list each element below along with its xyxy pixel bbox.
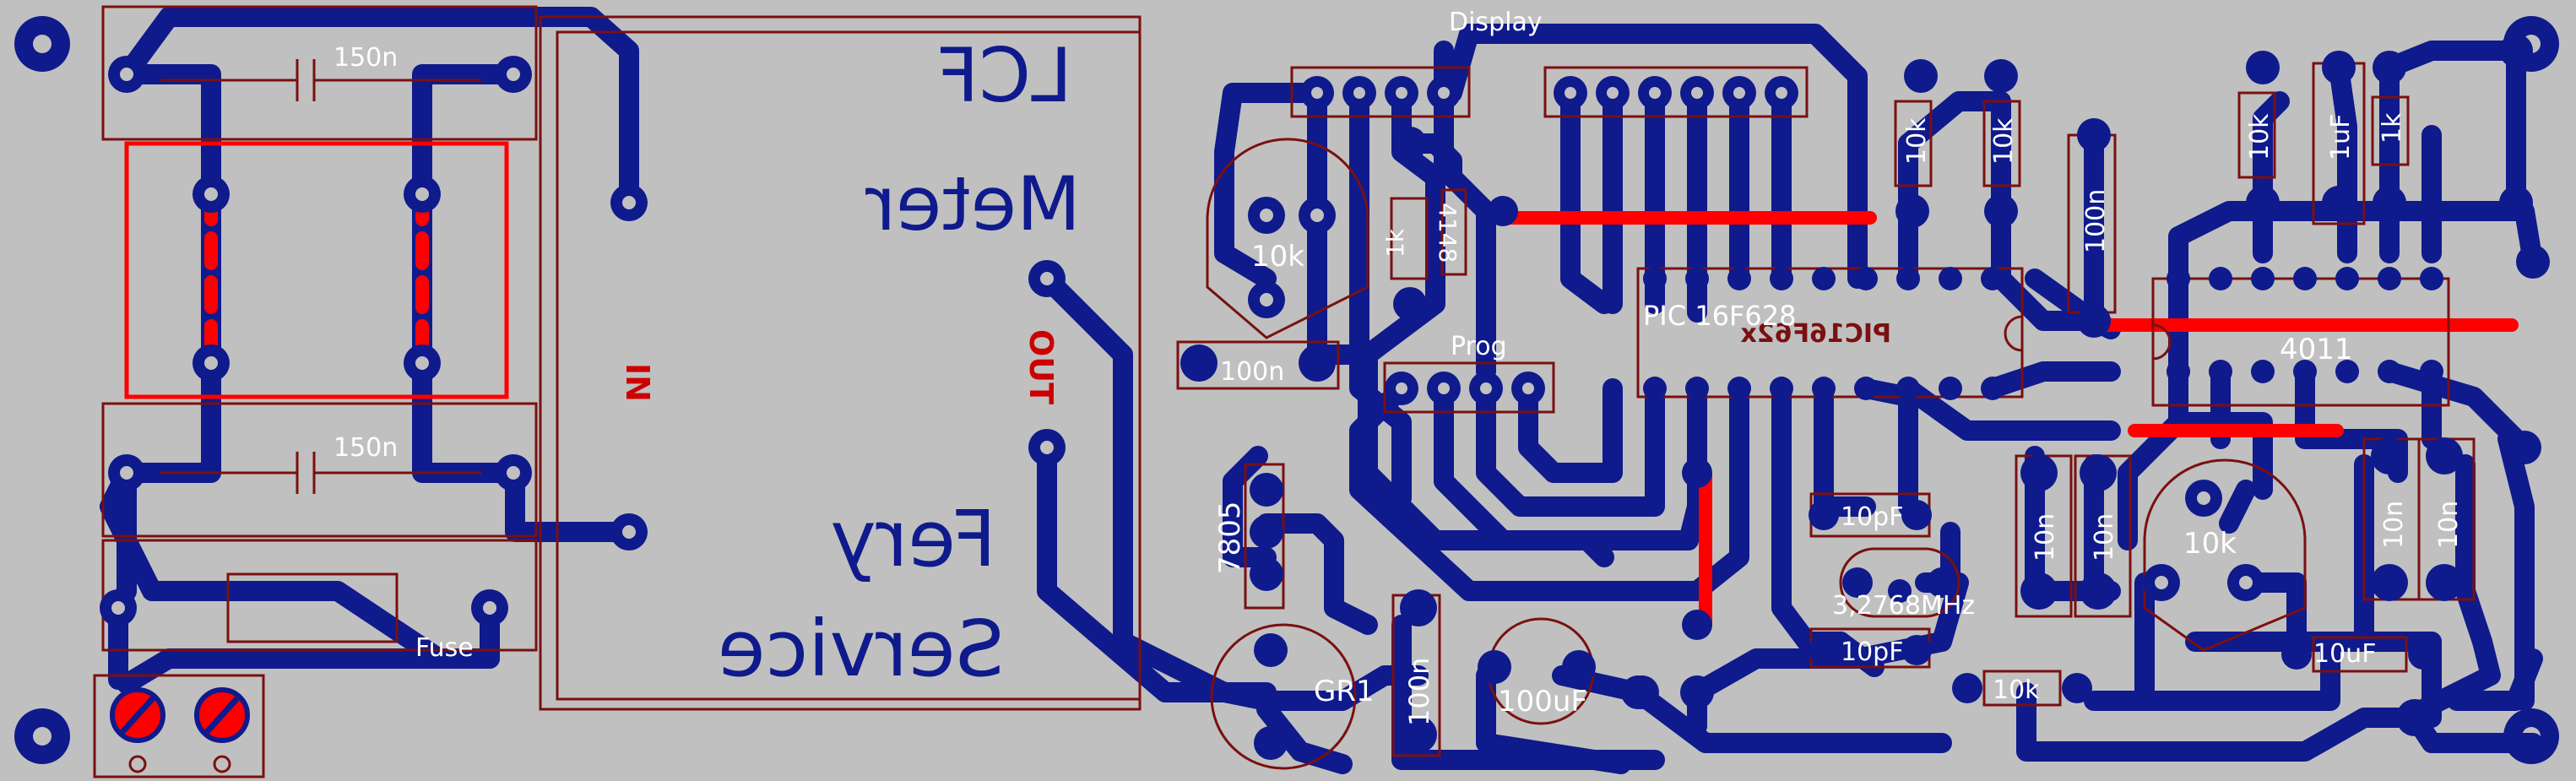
board-title: LCF Meter Fery Service xyxy=(718,32,1081,694)
brand-line2: Service xyxy=(718,604,1005,694)
fuse-label: Fuse xyxy=(415,633,474,663)
cap-10uF: 10uF xyxy=(2313,639,2376,669)
rectifier-label: GR1 xyxy=(1314,675,1375,708)
pic-label: PIC 16F628 xyxy=(1643,300,1796,332)
cap-100uF: 100uF xyxy=(1498,685,1587,719)
title-line2: Meter xyxy=(865,160,1081,247)
res-10k-c: 10k xyxy=(2245,113,2275,160)
crystal-label: 3,2768MHz xyxy=(1832,591,1975,621)
label-in: IN xyxy=(619,363,656,402)
res-10k-a: 10k xyxy=(1902,117,1932,165)
res-10k-bottom: 10k xyxy=(1993,675,2040,705)
pot-10k-left: 10k xyxy=(1251,240,1304,274)
cap-10pF-top: 10pF xyxy=(1841,502,1903,532)
pic-mirror-label: PIC16F62x xyxy=(1740,319,1891,349)
diode-label: 4148 xyxy=(1434,203,1462,263)
prog-header-label: Prog xyxy=(1451,332,1507,361)
brand-line1: Fery xyxy=(830,494,996,584)
cap-150n-bottom: 150n xyxy=(334,433,398,463)
cap-10n-b: 10n xyxy=(2090,513,2119,561)
logic-chip-label: 4011 xyxy=(2280,333,2353,366)
terminal-block xyxy=(110,687,250,773)
component-labels: 150n 150n Fuse Display Prog 10k 100n 1k … xyxy=(334,8,2464,726)
cap-150n-top: 150n xyxy=(334,43,398,73)
pot-10k-right: 10k xyxy=(2183,527,2237,561)
cap-100n-a: 100n xyxy=(1220,357,1284,387)
label-out: OUT xyxy=(1022,329,1060,404)
drill-holes xyxy=(111,68,2253,615)
cap-100n-b: 100n xyxy=(1403,658,1435,726)
res-1k-prog: 1k xyxy=(1381,228,1409,258)
cap-10pF-bottom: 10pF xyxy=(1841,637,1903,667)
silk-labels: IN OUT PIC16F62x 4148 xyxy=(619,203,1891,404)
jumper-wires xyxy=(204,187,2519,632)
display-header-label: Display xyxy=(1449,8,1543,37)
cap-100n-c: 100n xyxy=(2081,189,2111,253)
title-line1: LCF xyxy=(936,32,1072,119)
res-1k-right: 1k xyxy=(2378,112,2407,144)
cap-10n-a: 10n xyxy=(2031,513,2060,561)
cap-10n-d: 10n xyxy=(2434,501,2464,549)
res-10k-b: 10k xyxy=(1989,117,2019,165)
cap-10n-c: 10n xyxy=(2379,501,2409,549)
coil-frame xyxy=(124,141,509,399)
cap-1uF: 1uF xyxy=(2326,114,2356,160)
regulator-label: 7805 xyxy=(1213,501,1247,574)
